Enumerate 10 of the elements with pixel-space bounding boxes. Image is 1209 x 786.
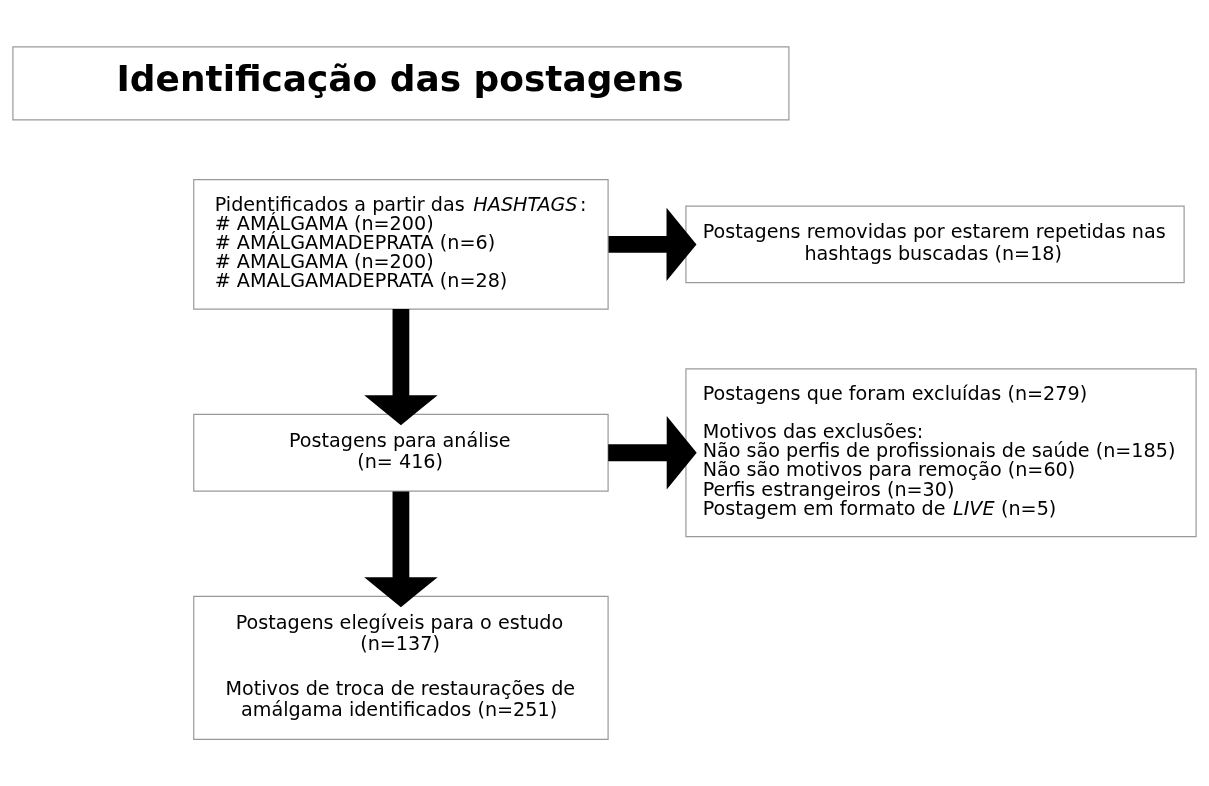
node-box: Identificação das postagens: [12, 46, 790, 121]
arrow: [608, 207, 697, 282]
arrow: [364, 309, 438, 426]
arrow: [364, 491, 438, 608]
node-box: Postagens elegíveis para o estudo (n=137) Motivos de troca de restaurações de amálgama identificados (n=251): [193, 595, 609, 740]
node-box: Postagens removidas por estarem repetidas nas hashtags buscadas (n=18): [685, 205, 1185, 284]
arrow: [608, 416, 697, 490]
node-box: Postagens que foram excluídas (n=279) Motivos das exclusões: Não são perfis de profissionais de saúde (n=185) Não são motivos para remoção (n=60) Perfis estrangeiros (n=30) Postagem em formato de LIVE (n=5): [685, 368, 1197, 538]
node-box: Postagens para análise (n= 416): [193, 413, 609, 492]
node-box: Pidentificados a partir das HASHTAGS: # AMÁLGAMA (n=200) # AMÁLGAMADEPRATA (n=6) # AMALGAMA (n=200) # AMALGAMADEPRATA (n=28): [193, 179, 609, 310]
